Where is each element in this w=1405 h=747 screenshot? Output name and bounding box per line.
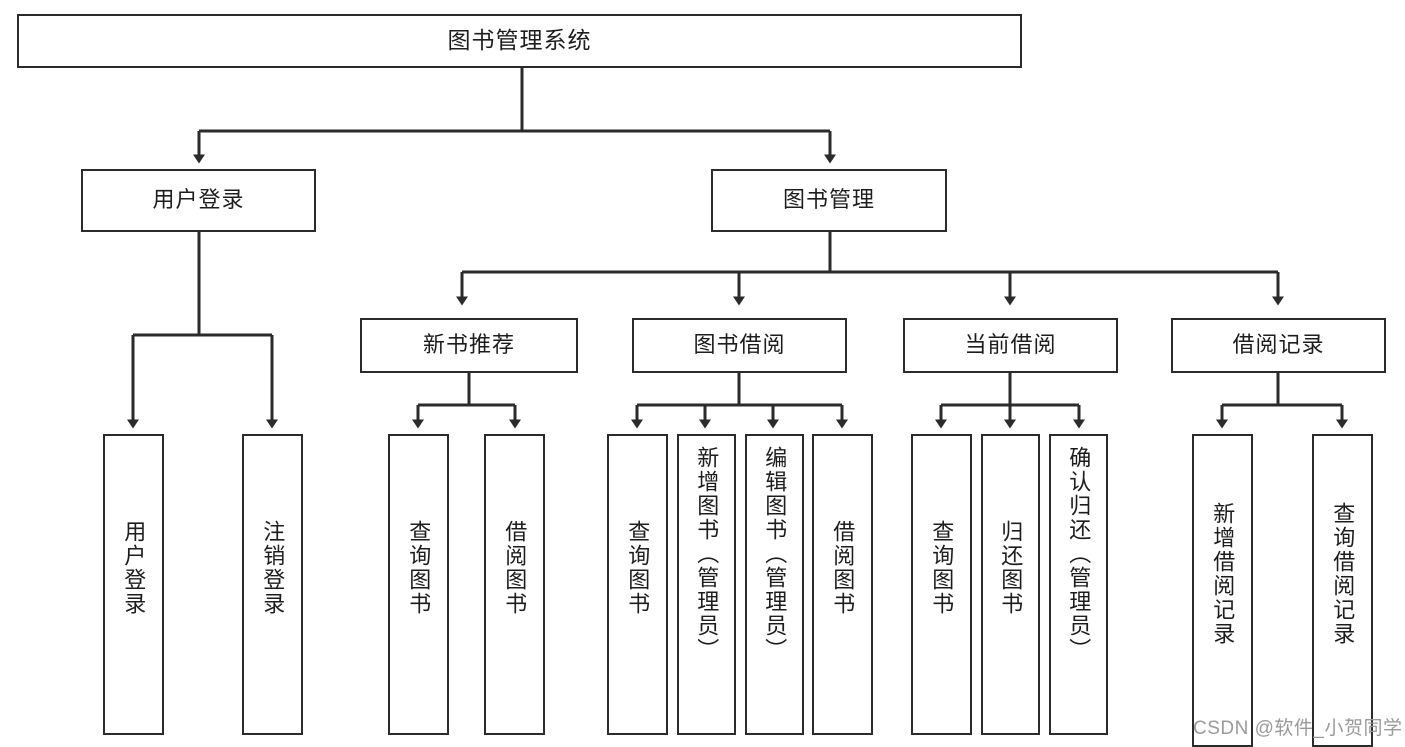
node-label: 当前借阅 [964,332,1057,358]
node-book-borrow[interactable]: 图书借阅 [632,318,847,373]
node-label: 用户登录 [121,519,147,616]
leaf-query-book-current[interactable]: 查询图书 [911,434,972,735]
leaf-query-book-recommend[interactable]: 查询图书 [388,434,449,735]
node-label: 借阅图书 [830,519,856,616]
node-label: 确认归还（管理员） [1066,446,1092,662]
node-label: 新增图书（管理员） [694,446,720,662]
node-label: 新增借阅记录 [1210,501,1236,646]
node-book-management[interactable]: 图书管理 [711,169,947,232]
node-label: 借阅记录 [1232,332,1325,358]
node-label: 图书借阅 [693,332,786,358]
node-new-book-recommend[interactable]: 新书推荐 [360,318,578,373]
node-root-book-management-system[interactable]: 图书管理系统 [17,14,1022,68]
node-label: 查询图书 [929,519,955,616]
leaf-user-login[interactable]: 用户登录 [103,434,164,735]
leaf-edit-book-admin[interactable]: 编辑图书（管理员） [745,434,804,735]
leaf-query-borrow-record[interactable]: 查询借阅记录 [1312,434,1373,747]
node-borrow-record[interactable]: 借阅记录 [1171,318,1386,373]
node-label: 新书推荐 [422,332,515,358]
node-label: 借阅图书 [502,519,528,616]
node-current-borrow[interactable]: 当前借阅 [903,318,1118,373]
node-label: 编辑图书（管理员） [762,446,788,662]
leaf-borrow-book-recommend[interactable]: 借阅图书 [484,434,545,735]
leaf-borrow-book[interactable]: 借阅图书 [812,434,873,735]
leaf-confirm-return-admin[interactable]: 确认归还（管理员） [1049,434,1108,735]
node-label: 用户登录 [152,187,245,213]
csdn-watermark: CSDN @软件_小贺同学 [1193,718,1403,739]
leaf-add-book-admin[interactable]: 新增图书（管理员） [677,434,736,735]
node-label: 图书管理系统 [447,27,592,54]
node-user-login[interactable]: 用户登录 [81,169,316,232]
node-label: 图书管理 [782,187,875,213]
node-label: 查询借阅记录 [1330,501,1356,646]
leaf-query-book-borrow[interactable]: 查询图书 [607,434,668,735]
leaf-return-book[interactable]: 归还图书 [981,434,1040,735]
node-label: 归还图书 [998,519,1024,616]
leaf-add-borrow-record[interactable]: 新增借阅记录 [1192,434,1253,747]
node-label: 注销登录 [260,519,286,616]
node-label: 查询图书 [625,519,651,616]
node-label: 查询图书 [406,519,432,616]
leaf-logout[interactable]: 注销登录 [242,434,303,735]
